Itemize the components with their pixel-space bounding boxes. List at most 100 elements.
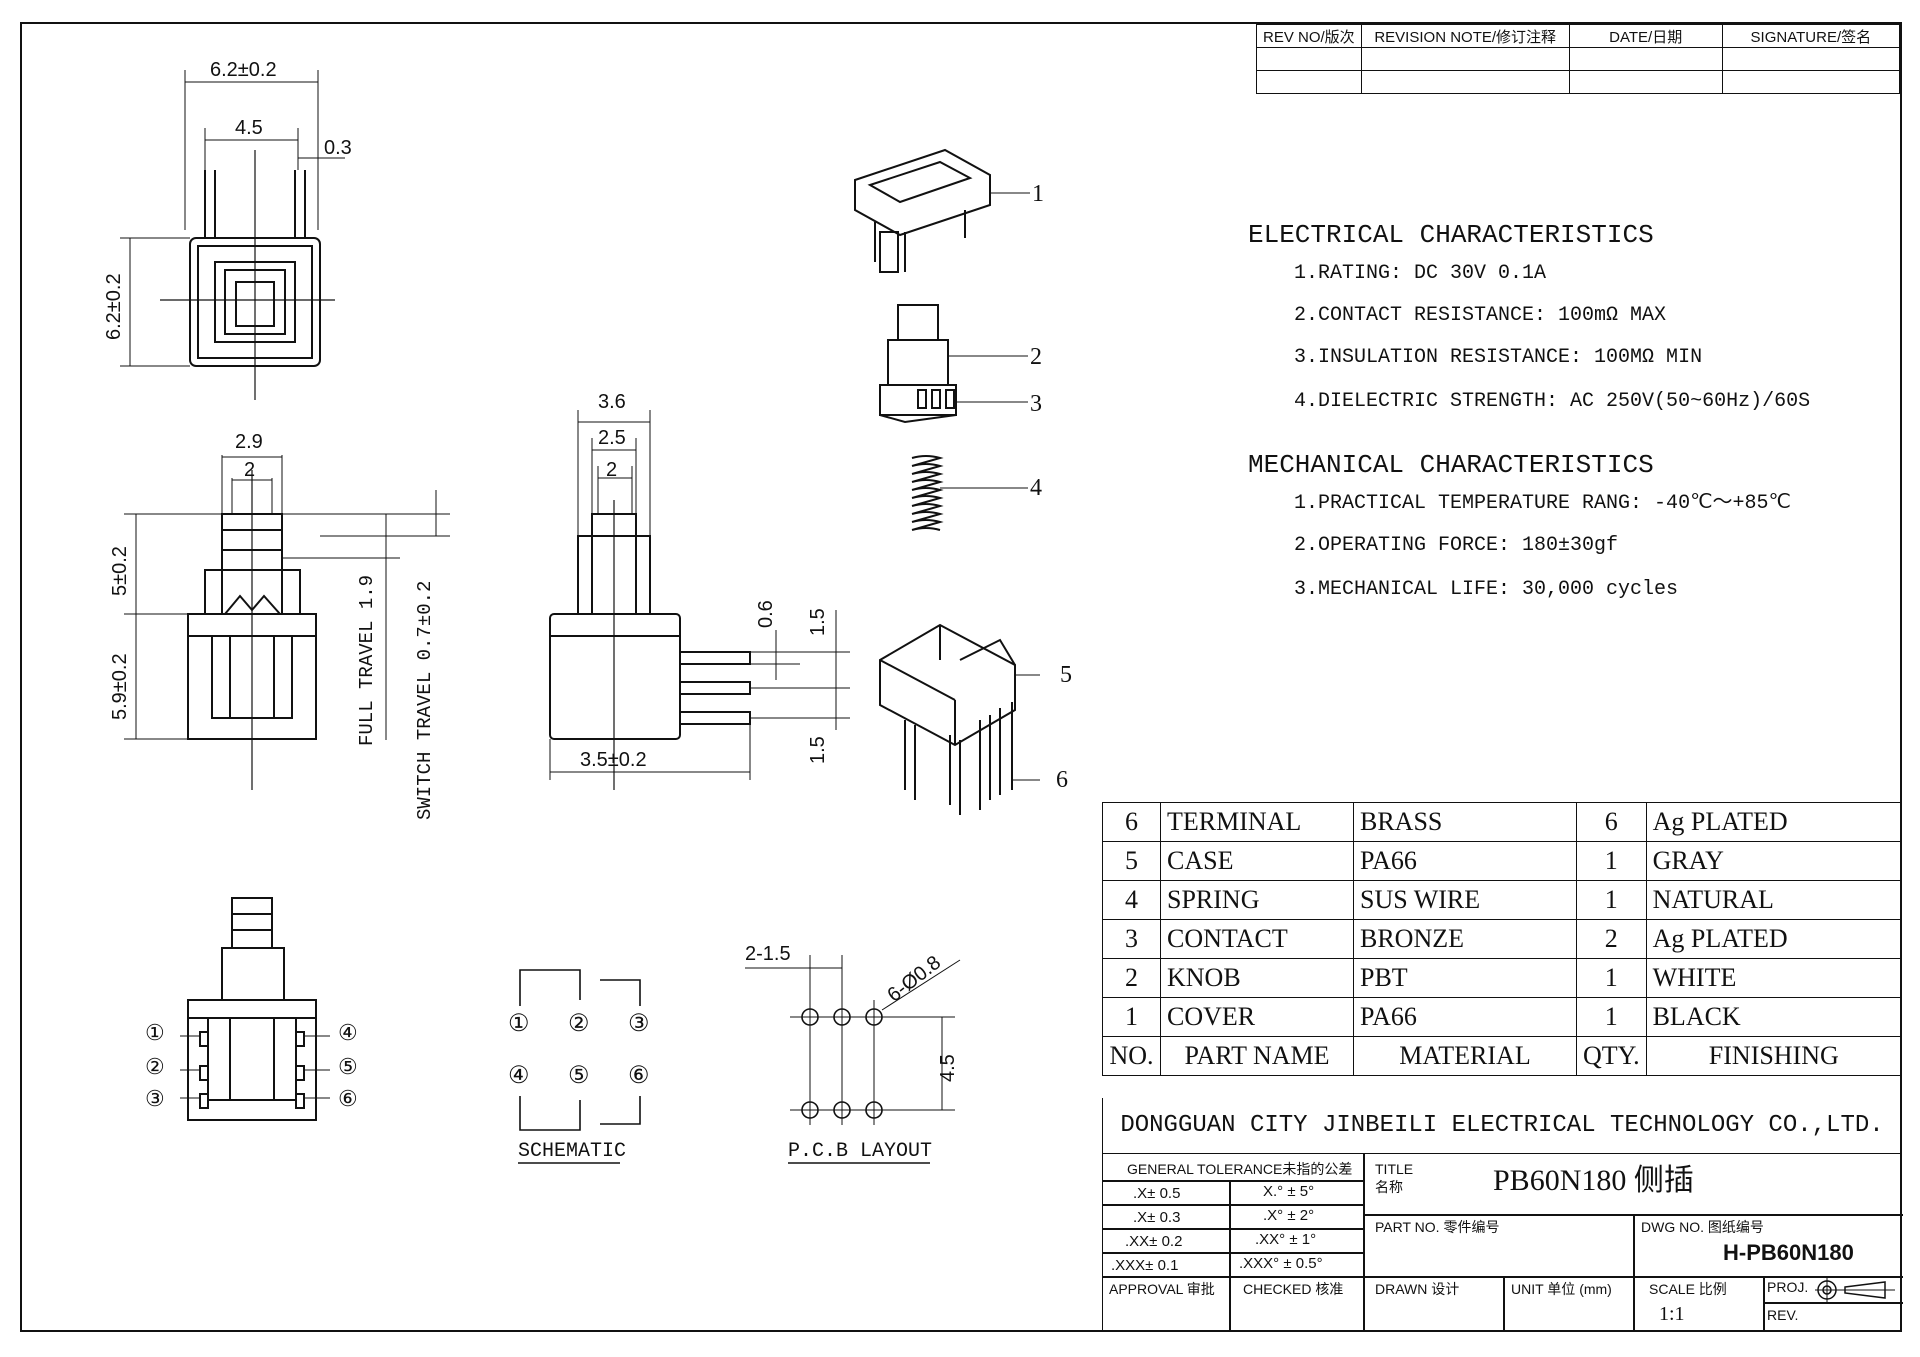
switch-travel-label: SWITCH TRAVEL 0.7±0.2	[414, 580, 436, 820]
pin-label-5: ⑤	[338, 1054, 358, 1079]
dim-top-inner: 4.5	[235, 117, 263, 139]
dwg-no-value: H-PB60N180	[1723, 1240, 1854, 1265]
tolerance-angle: .XX° ± 1°	[1255, 1231, 1317, 1248]
tolerance-angle: .X° ± 2°	[1263, 1207, 1315, 1224]
dwg-no-label: DWG NO. 图纸编号	[1641, 1219, 1764, 1235]
schematic-pin-4: ④	[508, 1063, 530, 1089]
bom-qty: 6	[1576, 802, 1647, 842]
dim-front-width2: 2.5	[598, 427, 626, 449]
pcb-layout	[745, 955, 961, 1164]
bom-no: 1	[1102, 997, 1161, 1037]
pcb-layout-label: P.C.B LAYOUT	[788, 1140, 933, 1163]
bom-qty: 1	[1576, 958, 1647, 998]
dim-front-width1: 3.6	[598, 391, 626, 413]
scale-value: 1:1	[1659, 1303, 1685, 1325]
tolerance-value: .X± 0.5	[1133, 1185, 1181, 1202]
schematic-pin-5: ⑤	[568, 1063, 590, 1089]
mechanical-item: 2.OPERATING FORCE: 180±30gf	[1294, 534, 1619, 557]
dim-side-height1: 5±0.2	[109, 546, 131, 596]
tolerance-header: GENERAL TOLERANCE未指的公差	[1127, 1161, 1353, 1177]
dim-pin-thickness: 0.6	[755, 600, 777, 628]
full-travel-label: FULL TRAVEL 1.9	[356, 574, 378, 746]
side-view	[124, 455, 450, 790]
projection-symbol-icon	[1815, 1278, 1895, 1302]
electrical-item: 1.RATING: DC 30V 0.1A	[1294, 262, 1547, 285]
dim-side-width: 2.9	[235, 431, 263, 453]
rev-note-header: REVISION NOTE/修订注释	[1360, 24, 1570, 48]
callout-5: 5	[1060, 662, 1072, 688]
electrical-item: 3.INSULATION RESISTANCE: 100MΩ MIN	[1294, 346, 1703, 369]
tolerance-angle: .XXX° ± 0.5°	[1239, 1255, 1323, 1272]
checked-label: CHECKED 核准	[1243, 1281, 1344, 1297]
drawn-label: DRAWN 设计	[1375, 1281, 1460, 1297]
mechanical-item: 3.MECHANICAL LIFE: 30,000 cycles	[1294, 578, 1679, 601]
scale-label: SCALE 比例	[1649, 1281, 1727, 1297]
dim-pcb-pitch: 2-1.5	[745, 943, 791, 965]
pinout-view	[180, 897, 330, 1121]
dim-side-width2: 2	[244, 459, 256, 481]
bom-finishing: Ag PLATED	[1645, 802, 1903, 842]
exploded-view	[854, 148, 1040, 815]
schematic-pin-1: ①	[508, 1011, 530, 1037]
top-view	[120, 70, 345, 400]
schematic	[518, 969, 641, 1164]
pin-label-2: ②	[145, 1054, 165, 1079]
bom-material: PA66	[1353, 841, 1577, 881]
bom-part-name: COVER	[1160, 997, 1354, 1037]
tolerance-value: .X± 0.3	[1133, 1209, 1181, 1226]
dim-pin-offset: 3.5±0.2	[580, 749, 647, 771]
company-name: DONGGUAN CITY JINBEILI ELECTRICAL TECHNO…	[1102, 1098, 1902, 1154]
bom-no: 3	[1102, 919, 1161, 959]
dim-pin-pitch2: 1.5	[807, 736, 829, 764]
bom-header-name: PART NAME	[1160, 1036, 1354, 1076]
dim-top-height: 6.2±0.2	[103, 273, 125, 340]
rev-label: REV.	[1767, 1307, 1799, 1323]
callout-1: 1	[1032, 181, 1044, 207]
pin-label-1: ①	[145, 1020, 165, 1045]
title-value: PB60N180 侧插	[1493, 1164, 1694, 1197]
electrical-item: 2.CONTACT RESISTANCE: 100mΩ MAX	[1294, 304, 1667, 327]
mechanical-item: 1.PRACTICAL TEMPERATURE RANG: -40℃～+85℃	[1294, 492, 1791, 515]
part-no-label: PART NO. 零件编号	[1375, 1219, 1500, 1235]
pin-label-6: ⑥	[338, 1086, 358, 1111]
bom-material: SUS WIRE	[1353, 880, 1577, 920]
schematic-label: SCHEMATIC	[518, 1140, 627, 1163]
proj-label: PROJ.	[1767, 1279, 1809, 1295]
schematic-pin-6: ⑥	[628, 1063, 650, 1089]
tolerance-value: .XXX± 0.1	[1111, 1257, 1179, 1274]
electrical-title: ELECTRICAL CHARACTERISTICS	[1248, 220, 1654, 250]
callout-6: 6	[1056, 767, 1068, 793]
bom-material: PA66	[1353, 997, 1577, 1037]
dim-top-width: 6.2±0.2	[210, 59, 277, 81]
pin-label-3: ③	[145, 1086, 165, 1111]
bom-material: PBT	[1353, 958, 1577, 998]
bom-qty: 2	[1576, 919, 1647, 959]
callout-2: 2	[1030, 344, 1042, 370]
tolerance-angle: X.° ± 5°	[1263, 1183, 1315, 1200]
bom-finishing: NATURAL	[1645, 880, 1903, 920]
bom-no: 4	[1102, 880, 1161, 920]
bom-part-name: CASE	[1160, 841, 1354, 881]
callout-3: 3	[1030, 391, 1042, 417]
electrical-item: 4.DIELECTRIC STRENGTH: AC 250V(50~60Hz)/…	[1294, 390, 1811, 413]
bom-qty: 1	[1576, 880, 1647, 920]
tolerance-value: .XX± 0.2	[1125, 1233, 1183, 1250]
callout-4: 4	[1030, 475, 1042, 501]
bom-part-name: TERMINAL	[1160, 802, 1354, 842]
dim-front-width3: 2	[606, 459, 618, 481]
bom-material: BRONZE	[1353, 919, 1577, 959]
mechanical-title: MECHANICAL CHARACTERISTICS	[1248, 450, 1654, 480]
title-label-cn: 名称	[1375, 1179, 1403, 1195]
front-view	[549, 410, 850, 790]
bom-qty: 1	[1576, 841, 1647, 881]
pin-label-4: ④	[338, 1020, 358, 1045]
dim-pcb-height: 4.5	[937, 1054, 959, 1082]
bom-header-no: NO.	[1102, 1036, 1161, 1076]
